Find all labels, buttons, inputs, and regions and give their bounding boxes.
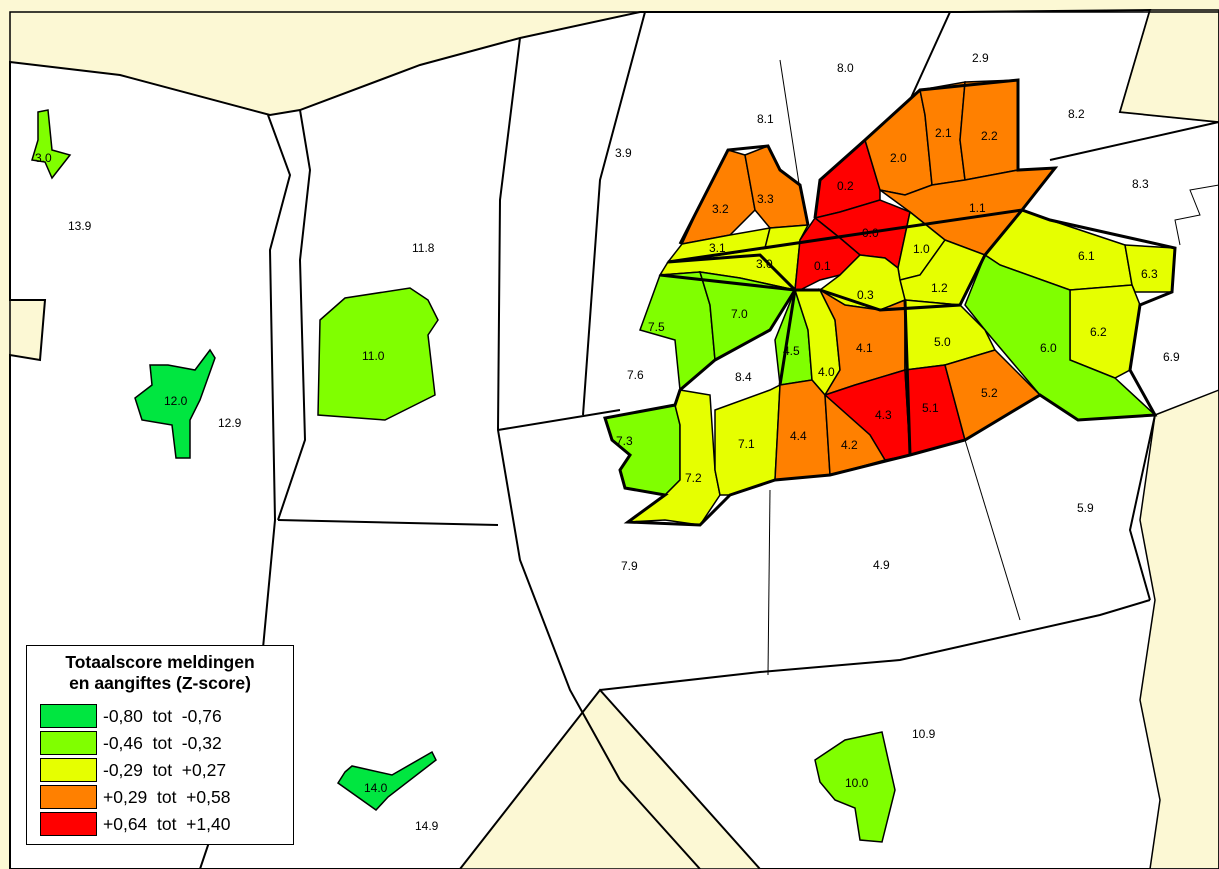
label-6-0: 6.0 — [1040, 341, 1057, 355]
legend-label: +0,64 tot +1,40 — [103, 813, 231, 834]
label-0-2: 0.2 — [837, 179, 854, 193]
label-5-2: 5.2 — [981, 386, 998, 400]
district-14-0 — [336, 750, 437, 811]
label-11-0: 11.0 — [362, 349, 385, 363]
region-land-right — [1119, 9, 1219, 123]
label-3-3: 3.3 — [757, 192, 774, 206]
legend-swatch — [40, 704, 97, 728]
label-4-3: 4.3 — [875, 408, 892, 422]
legend-item: -0,80 tot -0,76 — [40, 703, 222, 729]
label-6-9: 6.9 — [1163, 350, 1180, 364]
sub-boundaries — [767, 59, 1219, 676]
label-7-2: 7.2 — [685, 471, 702, 485]
label-5-0: 5.0 — [934, 335, 951, 349]
region-boundaries — [199, 11, 1219, 869]
label-2-2: 2.2 — [981, 129, 998, 143]
legend-item: -0,29 tot +0,27 — [40, 757, 226, 783]
label-1-2: 1.2 — [931, 281, 948, 295]
label-0-1: 0.1 — [814, 259, 831, 273]
label-7-3: 7.3 — [616, 434, 633, 448]
label-6-1: 6.1 — [1078, 249, 1095, 263]
district-labels: 3.0 13.9 11.8 11.0 12.0 12.9 3.9 8.0 2.9… — [35, 51, 1180, 833]
legend-title: Totaalscore meldingen en aangiftes (Z-sc… — [27, 652, 293, 694]
label-8-0: 8.0 — [837, 61, 854, 75]
city-center-outline — [603, 78, 1177, 527]
label-6-2: 6.2 — [1090, 325, 1107, 339]
district-12-0 — [134, 348, 216, 459]
label-10-9: 10.9 — [912, 727, 936, 741]
legend: Totaalscore meldingen en aangiftes (Z-sc… — [26, 645, 294, 845]
legend-title-line2: en aangiftes (Z-score) — [69, 673, 251, 693]
label-5-9: 5.9 — [1077, 501, 1094, 515]
label-4-0: 4.0 — [818, 365, 835, 379]
label-8-4: 8.4 — [735, 370, 752, 384]
legend-swatch — [40, 812, 97, 836]
label-7-1: 7.1 — [738, 437, 755, 451]
district-11-0 — [317, 287, 439, 421]
label-12-0: 12.0 — [164, 394, 188, 408]
legend-item: -0,46 tot -0,32 — [40, 730, 222, 756]
legend-item: +0,29 tot +0,58 — [40, 784, 230, 810]
label-1-0: 1.0 — [913, 242, 930, 256]
label-10-0: 10.0 — [845, 776, 869, 790]
label-4-4: 4.4 — [790, 429, 807, 443]
label-4-5: 4.5 — [783, 344, 800, 358]
label-3-0-nw: 3.0 — [35, 151, 52, 165]
label-4-1: 4.1 — [856, 341, 873, 355]
label-3-9: 3.9 — [615, 146, 632, 160]
label-0-0: 0.0 — [862, 226, 879, 240]
label-4-9: 4.9 — [873, 558, 890, 572]
district-10-0 — [814, 731, 896, 843]
label-3-2: 3.2 — [712, 202, 729, 216]
label-14-0: 14.0 — [364, 781, 388, 795]
legend-item: +0,64 tot +1,40 — [40, 811, 230, 837]
label-2-0: 2.0 — [890, 151, 907, 165]
label-6-3: 6.3 — [1141, 267, 1158, 281]
label-3-1: 3.1 — [709, 241, 726, 255]
label-8-2: 8.2 — [1068, 107, 1085, 121]
label-11-8: 11.8 — [412, 241, 435, 255]
city-districts — [604, 79, 1176, 526]
label-8-3: 8.3 — [1132, 177, 1149, 191]
central-axis — [778, 289, 912, 456]
label-3-0: 3.0 — [756, 257, 773, 271]
district-3-0-nw — [31, 109, 72, 180]
map-frame-border — [9, 11, 1219, 869]
label-7-0: 7.0 — [731, 307, 748, 321]
legend-swatch — [40, 785, 97, 809]
label-7-5: 7.5 — [648, 320, 665, 334]
legend-label: +0,29 tot +0,58 — [103, 786, 231, 807]
label-1-1: 1.1 — [969, 201, 986, 215]
label-2-1: 2.1 — [935, 126, 952, 140]
region-land-right-bottom — [1139, 389, 1219, 869]
legend-swatch — [40, 758, 97, 782]
label-7-6: 7.6 — [627, 368, 644, 382]
label-12-9: 12.9 — [218, 416, 242, 430]
label-4-2: 4.2 — [841, 438, 858, 452]
district-7-2 — [625, 389, 721, 526]
legend-label: -0,46 tot -0,32 — [103, 732, 222, 753]
legend-label: -0,29 tot +0,27 — [103, 759, 227, 780]
legend-label: -0,80 tot -0,76 — [103, 705, 222, 726]
label-2-9: 2.9 — [972, 51, 989, 65]
label-14-9: 14.9 — [415, 819, 439, 833]
legend-title-line1: Totaalscore meldingen — [65, 652, 255, 672]
legend-swatch — [40, 731, 97, 755]
label-13-9: 13.9 — [68, 219, 92, 233]
label-7-9: 7.9 — [621, 559, 638, 573]
label-5-1: 5.1 — [922, 401, 939, 415]
label-0-3: 0.3 — [857, 288, 874, 302]
label-8-1: 8.1 — [757, 112, 774, 126]
